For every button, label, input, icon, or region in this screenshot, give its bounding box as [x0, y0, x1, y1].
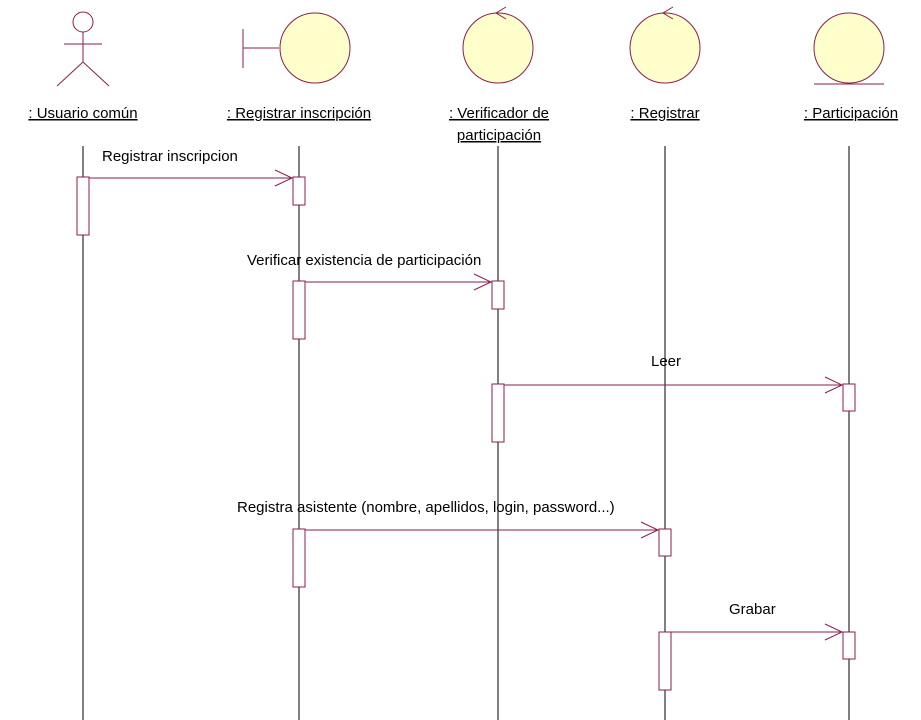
message-label: Verificar existencia de participación	[247, 252, 481, 269]
participant-label-line2: participación	[457, 127, 541, 144]
entity-icon	[813, 12, 885, 85]
activation-bar	[491, 383, 505, 443]
participant-registrar: : Registrar	[629, 6, 701, 122]
participant-participacion: : Participación	[804, 12, 898, 122]
message-registrar-inscripcion: Registrar inscripcion	[89, 148, 294, 187]
participant-label: : Participación	[804, 105, 898, 122]
activation-bar	[491, 280, 505, 310]
participant-verificador: : Verificador de participación	[449, 6, 549, 144]
control-icon	[629, 6, 701, 84]
arrowhead-icon	[473, 273, 493, 291]
participant-label: : Registrar inscripción	[227, 105, 371, 122]
boundary-icon	[242, 12, 351, 84]
message-label: Leer	[651, 353, 681, 370]
activation-bar	[842, 631, 856, 660]
activation-bar	[292, 528, 306, 588]
participant-label: : Registrar	[630, 105, 699, 122]
arrowhead-icon	[640, 521, 660, 539]
participant-label: : Verificador de	[449, 105, 549, 122]
arrowhead-icon	[274, 169, 294, 187]
control-icon	[462, 6, 534, 84]
actor-icon	[56, 11, 110, 87]
participant-label: : Usuario común	[28, 105, 137, 122]
message-verificar-existencia: Verificar existencia de participación	[247, 252, 493, 291]
activation-bar	[292, 280, 306, 340]
arrowhead-icon	[824, 376, 844, 394]
participant-registrar-inscripcion: : Registrar inscripción	[227, 12, 371, 122]
participant-usuario-comun: : Usuario común	[28, 11, 138, 122]
activation-bar	[658, 528, 672, 557]
activation-bar	[842, 383, 856, 412]
message-label: Registrar inscripcion	[102, 148, 238, 165]
arrowhead-icon	[824, 623, 844, 641]
message-label: Grabar	[729, 601, 776, 618]
message-leer: Leer	[504, 353, 844, 394]
message-label: Registra asistente (nombre, apellidos, l…	[237, 499, 615, 516]
message-registra-asistente: Registra asistente (nombre, apellidos, l…	[237, 499, 660, 539]
activation-bar	[658, 631, 672, 691]
message-grabar: Grabar	[671, 601, 844, 641]
activation-bar	[76, 176, 90, 236]
activation-bar	[292, 176, 306, 206]
